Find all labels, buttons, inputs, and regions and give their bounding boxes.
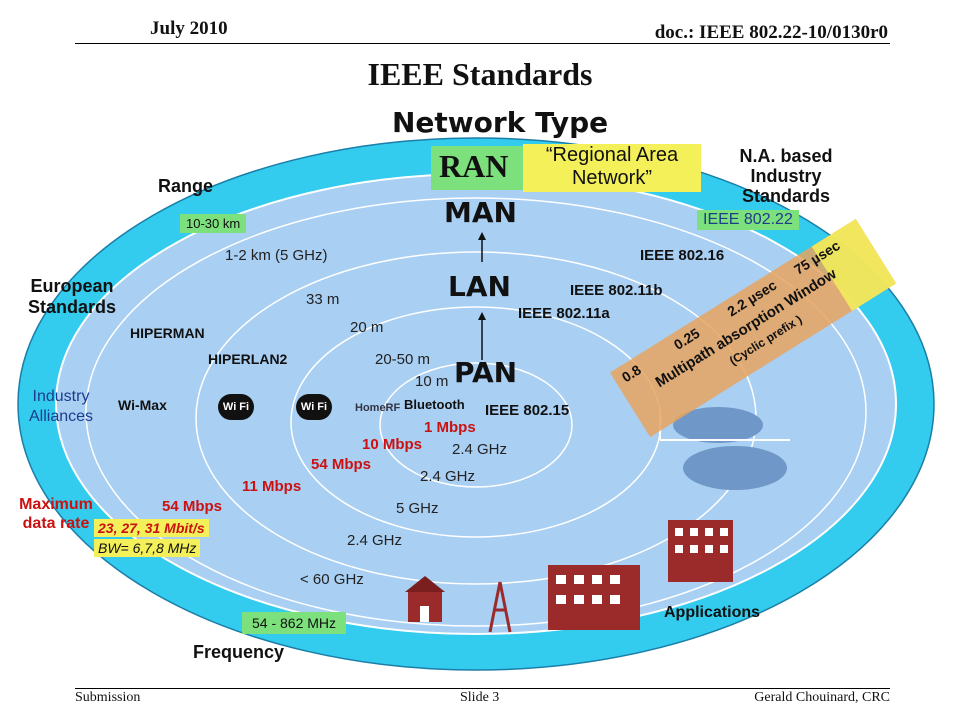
maxrate-line-2: data rate (14, 514, 98, 533)
ran-disc (56, 174, 896, 634)
european-line-2: Standards (20, 297, 124, 318)
ran-description: “Regional Area Network” (523, 144, 701, 192)
man-label: MAN (444, 196, 517, 229)
building-tower-icon (668, 520, 733, 582)
wifi-logo-icon: Wi Fi (218, 394, 254, 420)
max-data-rate-heading: Maximum data rate (14, 495, 98, 533)
rate-lan-small: 10 Mbps (362, 436, 422, 453)
bluetooth-logo-icon: Bluetooth (404, 397, 465, 412)
european-line-1: European (20, 276, 124, 297)
pan-label: PAN (454, 356, 517, 389)
range-ran: 10-30 km (180, 214, 246, 233)
na-line-2: Industry (726, 166, 846, 186)
ran-label: RAN (439, 148, 523, 185)
industry-line-1: Industry (18, 387, 104, 407)
ieee-802-22: IEEE 802.22 (697, 210, 799, 230)
rate-pan: 1 Mbps (424, 419, 476, 436)
rate-ran: 23, 27, 31 Mbit/s (94, 519, 209, 537)
freq-man-1: 2.4 GHz (347, 532, 402, 549)
homerf-logo-icon: HomeRF (355, 402, 400, 414)
freq-man-2: < 60 GHz (300, 571, 364, 588)
footer-submission: Submission (75, 690, 140, 706)
rate-man: 54 Mbps (162, 498, 222, 515)
freq-ran: 54 - 862 MHz (242, 612, 346, 634)
ieee-802-11b: IEEE 802.11b (570, 282, 663, 299)
range-heading: Range (158, 176, 213, 197)
freq-pan: 2.4 GHz (452, 441, 507, 458)
freq-lan-2: 5 GHz (396, 500, 439, 517)
na-line-3: Standards (726, 186, 846, 206)
ieee-802-16: IEEE 802.16 (640, 247, 724, 264)
applications-heading: Applications (664, 604, 760, 622)
footer-divider (75, 688, 890, 689)
footer-author: Gerald Chouinard, CRC (754, 690, 890, 706)
range-pan-1: 20-50 m (375, 351, 430, 368)
rate-lan-b: 11 Mbps (242, 478, 301, 495)
ran-desc-line-1: “Regional Area (523, 144, 701, 167)
ieee-802-15: IEEE 802.15 (485, 402, 569, 419)
ran-bandwidth: BW= 6,7,8 MHz (94, 539, 200, 557)
range-pan-2: 10 m (415, 373, 448, 390)
maxrate-line-1: Maximum (14, 495, 98, 514)
range-lan-2: 20 m (350, 319, 383, 336)
hiperlan2-label: HIPERLAN2 (208, 351, 287, 367)
wifi-logo-icon-2: Wi Fi (296, 394, 332, 420)
na-industry-standards-heading: N.A. based Industry Standards (726, 146, 846, 206)
network-type-heading: Network Type (392, 106, 608, 139)
industry-line-2: Alliances (18, 407, 104, 427)
hiperman-label: HIPERMAN (130, 325, 205, 341)
rate-lan-a: 54 Mbps (311, 456, 371, 473)
range-lan-1: 33 m (306, 291, 339, 308)
freq-lan-1: 2.4 GHz (420, 468, 475, 485)
footer-slide-number: Slide 3 (460, 690, 499, 706)
multipath-value-1: 0.8 (619, 361, 644, 385)
wimax-label: Wi-Max (118, 397, 167, 413)
building-block-icon (548, 565, 640, 630)
industry-alliances-heading: Industry Alliances (18, 387, 104, 427)
range-man: 1-2 km (5 GHz) (225, 247, 328, 264)
frequency-heading: Frequency (193, 642, 284, 663)
ieee-802-11a: IEEE 802.11a (518, 305, 610, 322)
ran-badge: RAN (431, 146, 523, 190)
european-standards-heading: European Standards (20, 276, 124, 318)
lan-label: LAN (448, 270, 511, 303)
ran-desc-line-2: Network” (523, 167, 701, 190)
network-cluster-2 (683, 446, 787, 490)
na-line-1: N.A. based (726, 146, 846, 166)
